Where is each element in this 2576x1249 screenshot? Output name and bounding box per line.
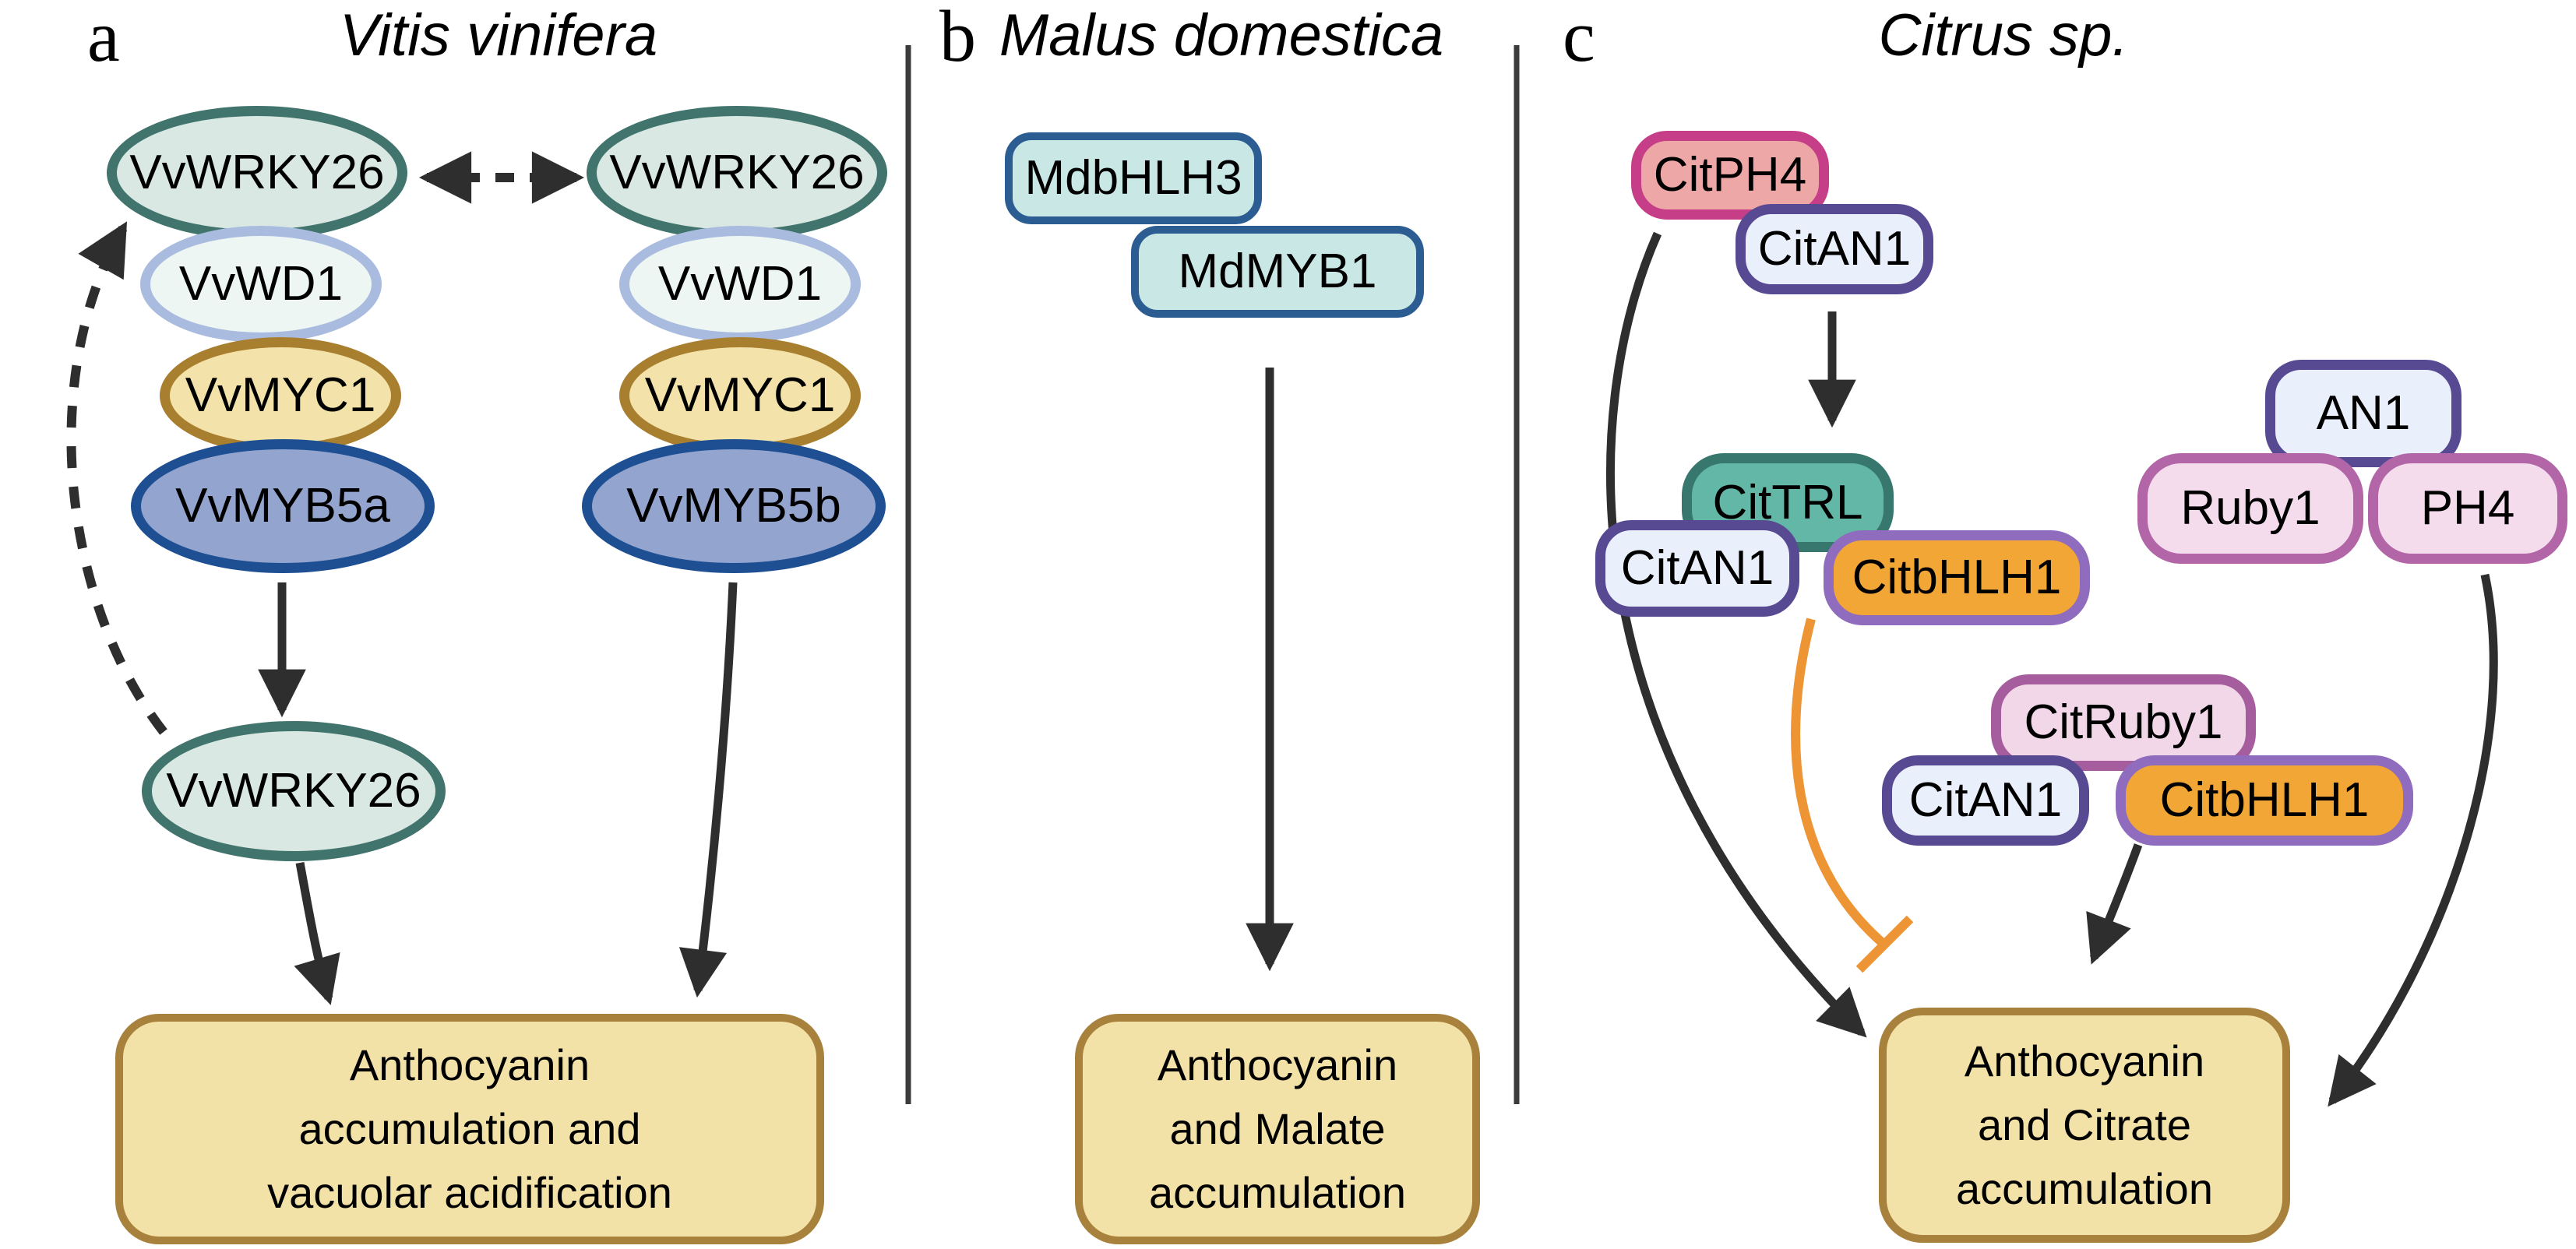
panel-c-letter: c [1563, 0, 1595, 77]
outcome-box-b: Anthocyanin and Malate accumulation [1075, 1014, 1480, 1244]
inhibition-bar [1855, 915, 1914, 973]
node-label: VvMYC1 [644, 368, 836, 422]
node-vvwrky26-top-right: VvWRKY26 [587, 106, 887, 240]
node-label: VvMYC1 [185, 368, 376, 422]
outcome-box-a: Anthocyanin accumulation and vacuolar ac… [115, 1014, 824, 1244]
outcome-box-c: Anthocyanin and Citrate accumulation [1879, 1008, 2290, 1243]
node-label: Ruby1 [2180, 481, 2321, 535]
arrow-citph4-to-outcome [1606, 231, 1867, 1038]
node-label: VvWRKY26 [129, 146, 385, 199]
node-citph4: CitPH4 [1631, 131, 1829, 220]
panel-b-letter: b [939, 0, 976, 77]
node-label: VvWRKY26 [166, 764, 421, 818]
node-vvwd1-left: VvWD1 [140, 226, 382, 343]
node-mdbhlh3: MdbHLH3 [1005, 132, 1262, 224]
node-citruby1: CitRuby1 [1991, 674, 2256, 771]
node-an1: AN1 [2265, 360, 2461, 467]
node-ruby1: Ruby1 [2137, 453, 2363, 564]
arrow-ph4-complex-to-outcome [2328, 573, 2498, 1107]
outcome-line: Anthocyanin [1964, 1036, 2205, 1085]
outcome-line: Anthocyanin [1157, 1040, 1398, 1089]
node-mdmyb1: MdMYB1 [1131, 226, 1424, 318]
arrow-wrky26-to-outcome [294, 862, 340, 1005]
node-label: MdMYB1 [1178, 245, 1377, 298]
node-vvmyb5b: VvMYB5b [582, 439, 886, 573]
node-label: CitPH4 [1653, 148, 1807, 202]
panel-b-title: Malus domestica [999, 2, 1444, 69]
node-label: MdbHLH3 [1024, 151, 1242, 205]
node-label: VvWRKY26 [609, 146, 865, 199]
panel-a-title: Vitis vinifera [339, 2, 658, 69]
node-label: CitAN1 [1908, 773, 2063, 827]
node-vvwrky26-lower: VvWRKY26 [142, 721, 446, 861]
outcome-line: Anthocyanin [349, 1040, 590, 1089]
node-ph4: PH4 [2368, 453, 2567, 564]
node-vvmyc1-left: VvMYC1 [160, 337, 401, 454]
node-vvmyb5a: VvMYB5a [131, 439, 435, 573]
node-label: CitTRL [1712, 475, 1863, 530]
node-label: CitbHLH1 [1852, 551, 2062, 604]
node-label: CitAN1 [1757, 222, 1912, 276]
node-vvwrky26-top-left: VvWRKY26 [107, 106, 407, 240]
node-label: VvMYB5a [175, 479, 390, 533]
outcome-line: and Malate [1169, 1104, 1386, 1153]
node-vvwd1-right: VvWD1 [619, 226, 861, 343]
arrow-right-complex-to-outcome [678, 582, 738, 998]
arrow-citruby1-complex-to-outcome [2086, 843, 2143, 965]
panel-c-title: Citrus sp. [1878, 2, 2129, 69]
node-citan1-bottom: CitAN1 [1882, 755, 2089, 846]
node-label: CitbHLH1 [2159, 773, 2370, 827]
outcome-line: accumulation [1956, 1164, 2213, 1213]
outcome-line: accumulation and [298, 1104, 641, 1153]
dashed-feedback-arrow [66, 221, 167, 735]
node-vvmyc1-right: VvMYC1 [619, 337, 861, 454]
outcome-line: and Citrate [1978, 1100, 2191, 1149]
node-label: VvMYB5b [626, 479, 841, 533]
node-label: AN1 [2316, 386, 2411, 440]
node-citbhlh1-mid: CitbHLH1 [1824, 530, 2090, 625]
node-label: PH4 [2420, 481, 2515, 535]
node-label: CitAN1 [1620, 541, 1774, 595]
inhibition-line [1791, 617, 1887, 948]
panel-a-letter: a [87, 0, 120, 77]
outcome-line: vacuolar acidification [267, 1168, 672, 1217]
node-label: VvWD1 [657, 257, 823, 311]
node-label: VvWD1 [178, 257, 344, 311]
node-citbhlh1-bottom: CitbHLH1 [2116, 755, 2413, 846]
node-citan1-top: CitAN1 [1736, 204, 1933, 294]
node-label: CitRuby1 [2024, 695, 2223, 749]
outcome-line: accumulation [1149, 1168, 1406, 1217]
node-citan1-mid: CitAN1 [1595, 520, 1799, 617]
